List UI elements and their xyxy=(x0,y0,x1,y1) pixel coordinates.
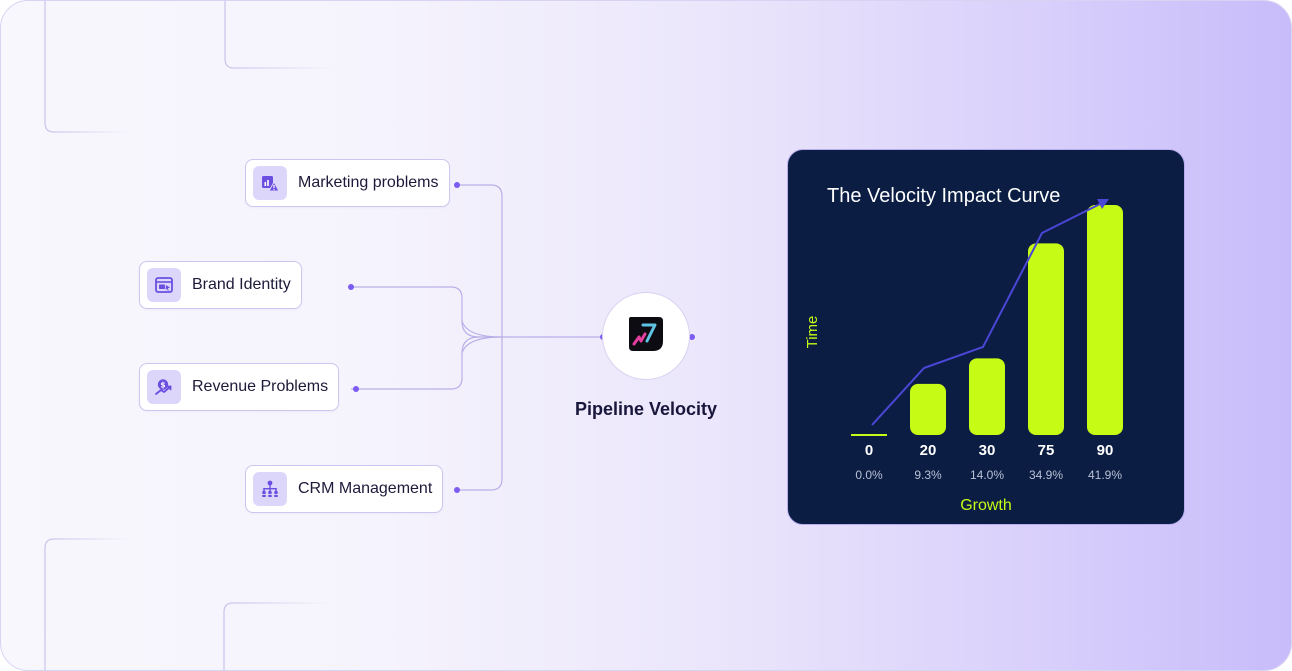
percent-label-30: 14.0% xyxy=(970,468,1004,482)
tick-label-30: 30 xyxy=(979,442,996,459)
dot-marketing xyxy=(454,182,460,188)
node-marketing-problems[interactable]: Marketing problems xyxy=(245,159,450,207)
percent-label-90: 41.9% xyxy=(1088,468,1122,482)
connector-brand xyxy=(351,286,480,338)
tick-label-90: 90 xyxy=(1097,442,1114,459)
node-label: Brand Identity xyxy=(192,276,291,293)
node-label: Marketing problems xyxy=(298,174,439,191)
node-crm-management[interactable]: CRM Management xyxy=(245,465,444,513)
tick-label-0: 0 xyxy=(865,442,873,459)
percent-label-0: 0.0% xyxy=(855,468,883,482)
node-label: CRM Management xyxy=(298,480,433,497)
bar-30 xyxy=(969,358,1005,435)
dot-hub-right xyxy=(689,334,695,340)
svg-text:$: $ xyxy=(160,380,165,389)
velocity-chart-card: The Velocity Impact Curve Time Growth 0 0… xyxy=(787,149,1185,525)
pipeline-logo-icon xyxy=(625,313,667,360)
connector-revenue xyxy=(351,336,480,390)
velocity-impact-chart: The Velocity Impact Curve Time Growth 0 0… xyxy=(804,185,1123,514)
node-brand-identity[interactable]: Brand Identity xyxy=(139,261,302,309)
deco-bracket-bottom-left xyxy=(44,538,129,670)
x-axis-label: Growth xyxy=(960,497,1012,514)
connector-crm xyxy=(457,337,503,491)
percent-label-75: 34.9% xyxy=(1029,468,1063,482)
node-label: Revenue Problems xyxy=(192,378,329,395)
dot-revenue xyxy=(353,386,359,392)
pipeline-velocity-hub[interactable] xyxy=(602,292,690,380)
chart-title: The Velocity Impact Curve xyxy=(827,185,1060,207)
chart-warning-icon xyxy=(253,166,287,200)
dot-crm xyxy=(454,487,460,493)
tick-label-75: 75 xyxy=(1038,442,1055,459)
bar-75 xyxy=(1028,243,1064,435)
connector-marketing xyxy=(457,184,503,337)
deco-bracket-top-inner xyxy=(224,1,331,69)
dot-brand xyxy=(348,284,354,290)
trend-arrowhead xyxy=(1097,199,1109,209)
org-hierarchy-icon xyxy=(253,472,287,506)
hub-label: Pipeline Velocity xyxy=(574,399,718,419)
trend-line xyxy=(871,201,1105,426)
bar-20 xyxy=(910,383,946,435)
deco-bracket-bottom-inner xyxy=(223,602,329,670)
tick-label-20: 20 xyxy=(920,442,937,459)
percent-label-20: 9.3% xyxy=(914,468,942,482)
browser-window-icon xyxy=(147,268,181,302)
y-axis-label: Time xyxy=(804,316,821,349)
dollar-growth-icon: $ xyxy=(147,370,181,404)
bar-90 xyxy=(1087,205,1123,435)
merge-chevron xyxy=(461,320,503,354)
node-revenue-problems[interactable]: $ Revenue Problems xyxy=(139,363,340,411)
deco-bracket-top-left xyxy=(44,1,129,133)
